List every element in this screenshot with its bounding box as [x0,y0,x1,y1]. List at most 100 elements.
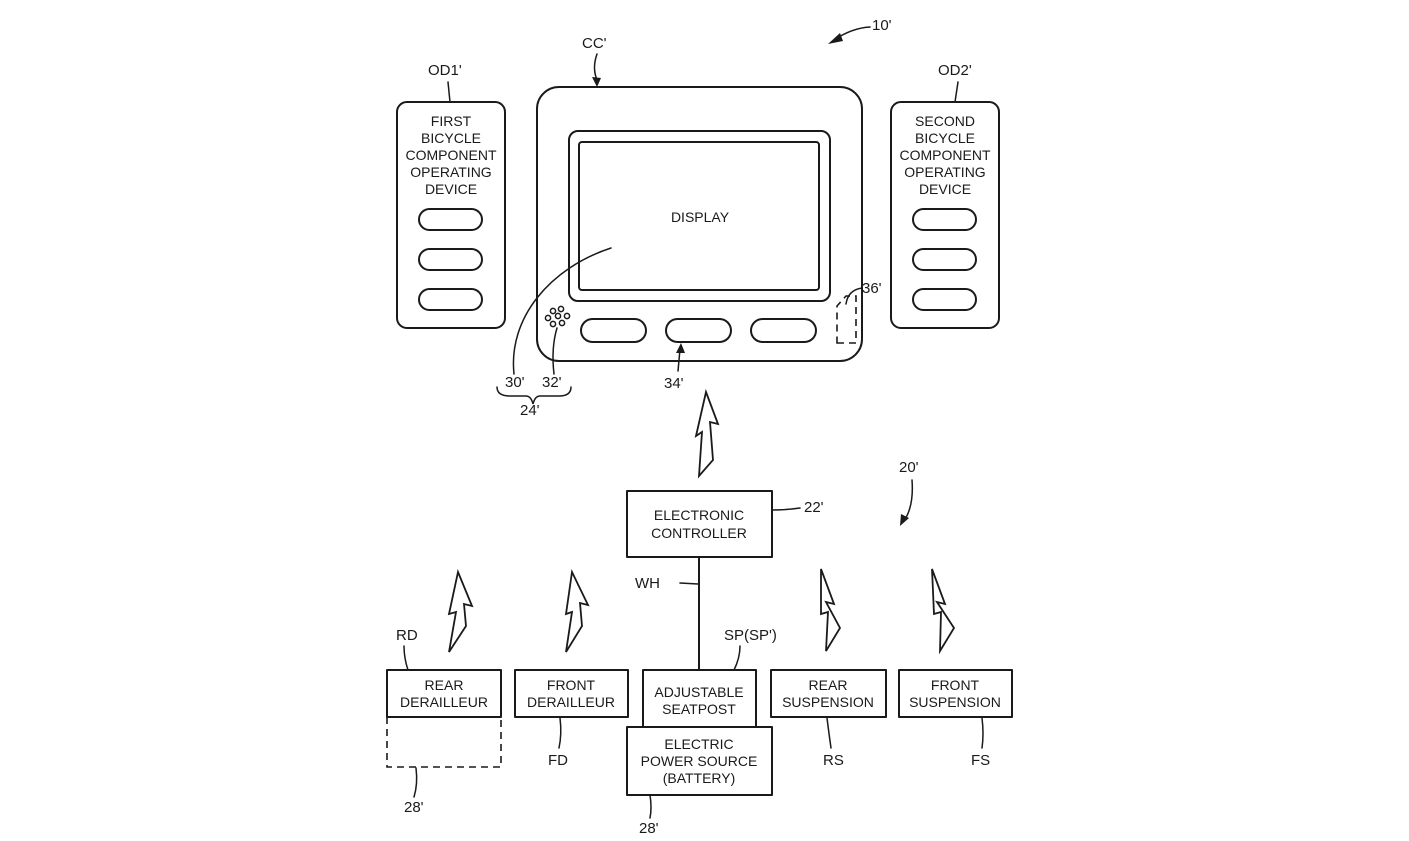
rd-leader [403,645,409,671]
ref-28-left-label: 28' [404,799,424,816]
fd-label: FD [548,752,568,769]
ref-24-label: 24' [520,402,540,419]
ref-34-label: 34' [664,375,684,392]
ref-32-label: 32' [542,374,562,391]
fs-line-1: FRONT [931,677,980,693]
front-derailleur-box [514,669,629,718]
second-device-body [890,101,1000,329]
cc-leader [593,53,598,81]
first-device-line-3: COMPONENT [406,147,497,163]
wireless-bolt-icon-fd [564,568,590,653]
second-device-line-5: DEVICE [919,181,971,197]
display-bezel [568,130,831,302]
rear-suspension: REAR SUSPENSION RS [770,568,887,769]
sp-leader [733,645,741,671]
first-device-body [396,101,506,329]
ref-22-leader [771,507,801,511]
ref-36-leader [845,287,863,305]
sp-line-2: SEATPOST [662,701,736,717]
fd-line-2: DERAILLEUR [527,694,615,710]
second-device-line-4: OPERATING [904,164,985,180]
front-derailleur: FRONT DERAILLEUR FD [514,568,629,769]
wireless-bolt-icon-rd [447,568,474,653]
fs-label: FS [971,752,990,769]
ref-20-arrowhead [900,514,909,526]
sp-label: SP(SP') [724,627,777,644]
second-device-line-2: BICYCLE [915,130,975,146]
od2-label: OD2' [938,62,972,79]
rear-derailleur: RD REAR DERAILLEUR 28' [386,568,502,816]
first-operating-device: OD1' FIRST BICYCLE COMPONENT OPERATING D… [396,62,506,329]
rs-leader [826,717,832,749]
ref-22-label: 22' [804,499,824,516]
cc-label: CC' [582,35,607,52]
ref-20-group: 20' [899,459,919,526]
second-device-line-1: SECOND [915,113,975,129]
front-suspension: FRONT SUSPENSION FS [898,568,1013,769]
display-label: DISPLAY [671,209,730,225]
sp-line-1: ADJUSTABLE [654,684,743,700]
cc-arrowhead [592,77,601,87]
od1-label: OD1' [428,62,462,79]
rear-suspension-box [770,669,887,718]
second-device-button-1 [912,208,977,231]
ref-10-arrowhead [828,33,843,44]
first-device-button-2 [418,248,483,271]
cycle-computer-housing [536,86,863,362]
ref-10-label: 10' [872,17,892,34]
od1-leader [447,81,451,103]
fs-leader [981,717,984,749]
first-device-line-5: DEVICE [425,181,477,197]
battery-box [626,726,773,796]
hidden-slot-36 [836,295,857,344]
rd-hidden-battery [386,717,502,768]
cycle-computer: CC' DISPLAY [536,35,863,362]
cc-button-right [750,318,817,343]
od2-leader [954,81,959,103]
battery-line-2: POWER SOURCE [641,753,758,769]
rd-line-2: DERAILLEUR [400,694,488,710]
ref-36-label: 36' [862,280,882,297]
ref-30-leader [512,247,612,375]
controller-line-2: CONTROLLER [651,525,747,541]
ref-34-arrowhead [676,343,685,353]
fs-line-2: SUSPENSION [909,694,1001,710]
wh-leader [679,582,699,585]
wireless-bolt-icon-computer [694,388,720,479]
controller-box [626,490,773,558]
ref-28-left-leader [413,767,418,798]
ref-28-center-label: 28' [639,820,659,837]
first-device-button-3 [418,288,483,311]
battery-line-1: ELECTRIC [664,736,733,752]
battery: ELECTRIC POWER SOURCE (BATTERY) 28' [626,726,773,837]
cc-button-center [665,318,732,343]
rs-line-2: SUSPENSION [782,694,874,710]
controller-line-1: ELECTRONIC [654,507,744,523]
fd-leader [558,717,562,749]
rear-derailleur-box [386,669,502,718]
wire-harness: WH [635,556,700,671]
ref-32-leader [552,327,558,375]
second-device-button-3 [912,288,977,311]
first-device-line-4: OPERATING [410,164,491,180]
brace-24 [496,386,572,405]
rs-line-1: REAR [809,677,848,693]
display-screen [578,141,820,291]
battery-line-3: (BATTERY) [663,770,736,786]
second-device-line-3: COMPONENT [900,147,991,163]
second-device-button-2 [912,248,977,271]
electronic-controller: ELECTRONIC CONTROLLER 22' [626,490,824,558]
first-device-line-1: FIRST [431,113,472,129]
ref-20-label: 20' [899,459,919,476]
second-operating-device: OD2' SECOND BICYCLE COMPONENT OPERATING … [890,62,1000,329]
ref-10-group: 10' [828,17,892,44]
ref-30-label: 30' [505,374,525,391]
rs-label: RS [823,752,844,769]
fd-line-1: FRONT [547,677,596,693]
rd-line-1: REAR [425,677,464,693]
adjustable-seatpost: SP(SP') ADJUSTABLE SEATPOST [642,627,777,728]
wh-label: WH [635,575,660,592]
first-device-line-2: BICYCLE [421,130,481,146]
wireless-bolt-icon-fs [931,568,956,655]
